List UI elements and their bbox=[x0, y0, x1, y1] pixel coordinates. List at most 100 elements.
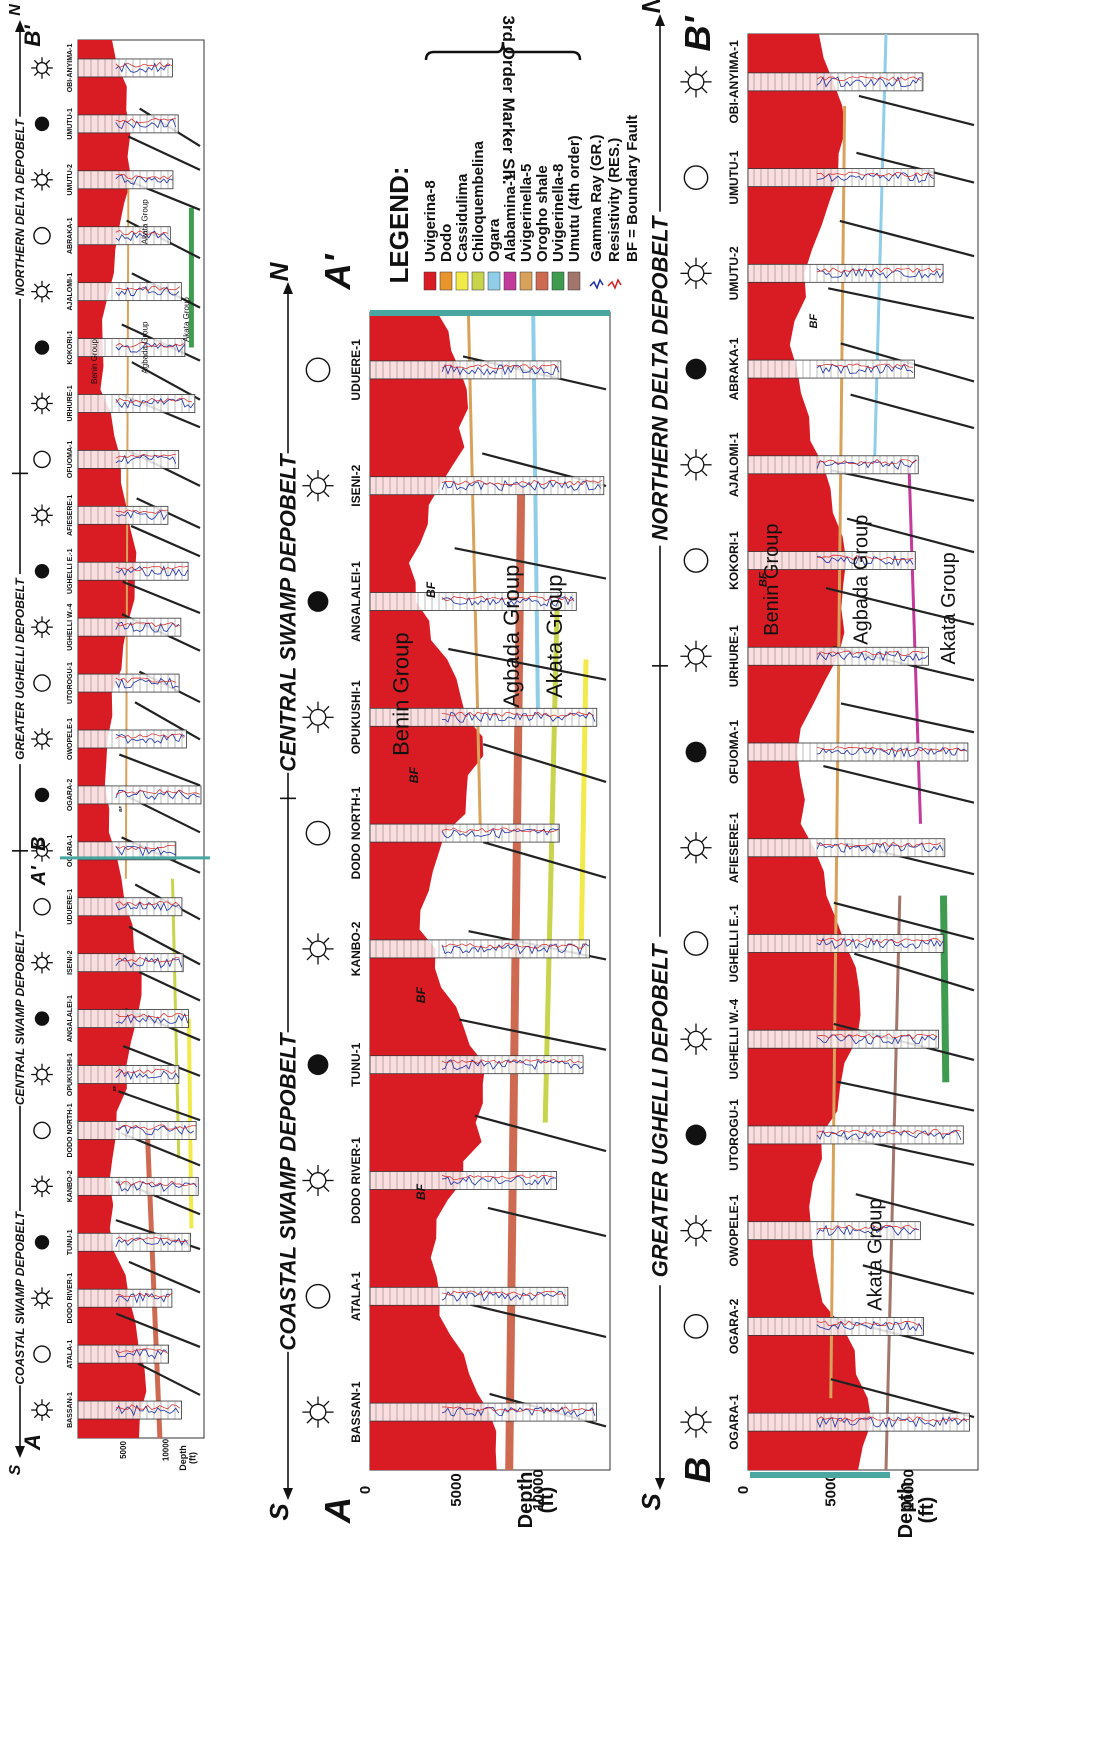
gas-ray bbox=[684, 661, 691, 668]
depth-axis-unit: (ft) bbox=[187, 1452, 197, 1464]
gamma-ray-log bbox=[441, 595, 575, 607]
gas-ray bbox=[701, 70, 708, 77]
dry-hole-icon bbox=[33, 897, 51, 916]
well-column bbox=[77, 58, 173, 78]
gamma-ray-log bbox=[115, 1124, 195, 1136]
gas-ray bbox=[684, 278, 691, 285]
well-column bbox=[77, 1400, 182, 1420]
gas-ray bbox=[701, 1219, 708, 1226]
depth-tick-label: 0 bbox=[357, 1486, 374, 1494]
resistivity-log bbox=[115, 733, 185, 739]
gamma-ray-log bbox=[115, 733, 186, 744]
gas-ray bbox=[33, 1301, 39, 1307]
well-label: OPUKUSHI-1 bbox=[67, 1053, 74, 1096]
south-arrowhead bbox=[655, 1478, 665, 1490]
oil-well-icon bbox=[34, 1235, 50, 1250]
gas-ray bbox=[33, 183, 39, 188]
resistivity-log bbox=[441, 479, 603, 486]
well-column bbox=[369, 1171, 557, 1190]
fault-line bbox=[137, 1362, 201, 1396]
gas-ray bbox=[33, 283, 39, 289]
legend-item-label: Dodo bbox=[438, 224, 455, 262]
gas-ray bbox=[45, 507, 51, 512]
legend-item-label: Chiloquembelina bbox=[470, 141, 487, 263]
marker-horizon bbox=[531, 311, 540, 718]
gas-ray bbox=[33, 1290, 39, 1295]
gas-ray bbox=[45, 742, 51, 748]
resistivity-log bbox=[441, 1174, 555, 1181]
well-column bbox=[77, 338, 186, 357]
resistivity-log bbox=[816, 841, 942, 848]
section-start-label: B bbox=[677, 1457, 718, 1483]
well-column bbox=[747, 72, 924, 92]
well-label: OGARA-2 bbox=[67, 779, 74, 811]
well-column bbox=[77, 729, 187, 749]
gamma-ray-log bbox=[441, 1059, 584, 1071]
gas-well-icon bbox=[35, 61, 49, 75]
north-arrowhead bbox=[655, 14, 665, 26]
fault-line bbox=[854, 952, 975, 992]
well-column bbox=[77, 114, 179, 134]
gamma-ray-log bbox=[441, 364, 560, 376]
fault-line bbox=[833, 901, 975, 941]
group-label: Benin Group bbox=[761, 524, 783, 636]
oil-well-icon bbox=[685, 1124, 707, 1146]
well-label: AJALOMI-1 bbox=[727, 432, 741, 497]
legend-log-swatch bbox=[589, 278, 604, 290]
gas-well-icon bbox=[35, 1403, 49, 1417]
gamma-ray-log bbox=[115, 174, 173, 185]
well-label: URHURE-1 bbox=[67, 385, 74, 421]
gas-ray bbox=[45, 171, 51, 177]
resistivity-log bbox=[816, 458, 918, 465]
depth-axis-unit: (ft) bbox=[536, 1487, 558, 1514]
legend-brace-label: 3rd Order Marker Sh. bbox=[499, 15, 518, 184]
resistivity-log bbox=[115, 1068, 177, 1075]
resistivity-log bbox=[115, 229, 168, 236]
depobelt-label-bg bbox=[12, 574, 28, 765]
fault-line bbox=[122, 580, 201, 614]
gamma-ray-log bbox=[441, 1406, 596, 1417]
legend-swatch bbox=[423, 271, 437, 291]
right-section-b-b-prime: OGARA-1OGARA-2OWOPELE-1UTOROGU-1UGHELLI … bbox=[636, 0, 979, 1538]
dry-hole-icon bbox=[683, 165, 709, 191]
gamma-ray-log bbox=[816, 459, 917, 470]
oil-well-icon bbox=[34, 787, 50, 803]
legend-item-label: Umutu (4th order) bbox=[566, 135, 583, 262]
gamma-ray-log bbox=[115, 1012, 189, 1024]
gamma-ray-log bbox=[115, 1181, 198, 1192]
resistivity-log bbox=[115, 173, 173, 180]
oil-well-icon bbox=[34, 340, 50, 355]
gas-ray bbox=[33, 406, 39, 412]
depth-tick-label: 0 bbox=[735, 1486, 752, 1494]
gamma-ray-log bbox=[115, 1348, 168, 1360]
depth-tick-label: 10000 bbox=[530, 1469, 547, 1511]
well-label: OFUOMA-1 bbox=[67, 441, 74, 478]
gas-ray bbox=[33, 395, 39, 401]
well-column bbox=[77, 394, 196, 413]
gas-ray bbox=[45, 1290, 51, 1295]
gas-ray bbox=[33, 1189, 39, 1195]
gas-well-icon bbox=[687, 264, 705, 282]
gas-ray bbox=[33, 71, 39, 77]
gas-ray bbox=[45, 395, 51, 401]
legend-item-label: Cassidulima bbox=[454, 173, 471, 262]
fault-line bbox=[117, 1090, 201, 1122]
gamma-ray-log bbox=[115, 845, 176, 857]
well-label: OPUKUSHI-1 bbox=[349, 680, 363, 754]
well-label: UTOROGU-1 bbox=[67, 662, 74, 704]
well-column bbox=[77, 1176, 199, 1196]
gamma-ray-log bbox=[816, 76, 923, 88]
depobelt-label: GREATER UGHELLI DEPOBELT bbox=[13, 577, 27, 760]
gas-ray bbox=[684, 469, 691, 477]
gas-ray bbox=[45, 730, 51, 736]
gamma-ray-log bbox=[115, 565, 189, 577]
gas-well-icon bbox=[35, 1180, 49, 1193]
gamma-ray-log bbox=[816, 1034, 938, 1045]
gas-ray bbox=[684, 644, 691, 652]
b-boundary-bar bbox=[750, 1472, 890, 1478]
well-column bbox=[77, 953, 184, 973]
well-label: BASSAN-1 bbox=[67, 1392, 74, 1428]
resistivity-log bbox=[115, 1124, 196, 1131]
gas-ray bbox=[323, 937, 330, 944]
gas-ray bbox=[45, 294, 51, 300]
